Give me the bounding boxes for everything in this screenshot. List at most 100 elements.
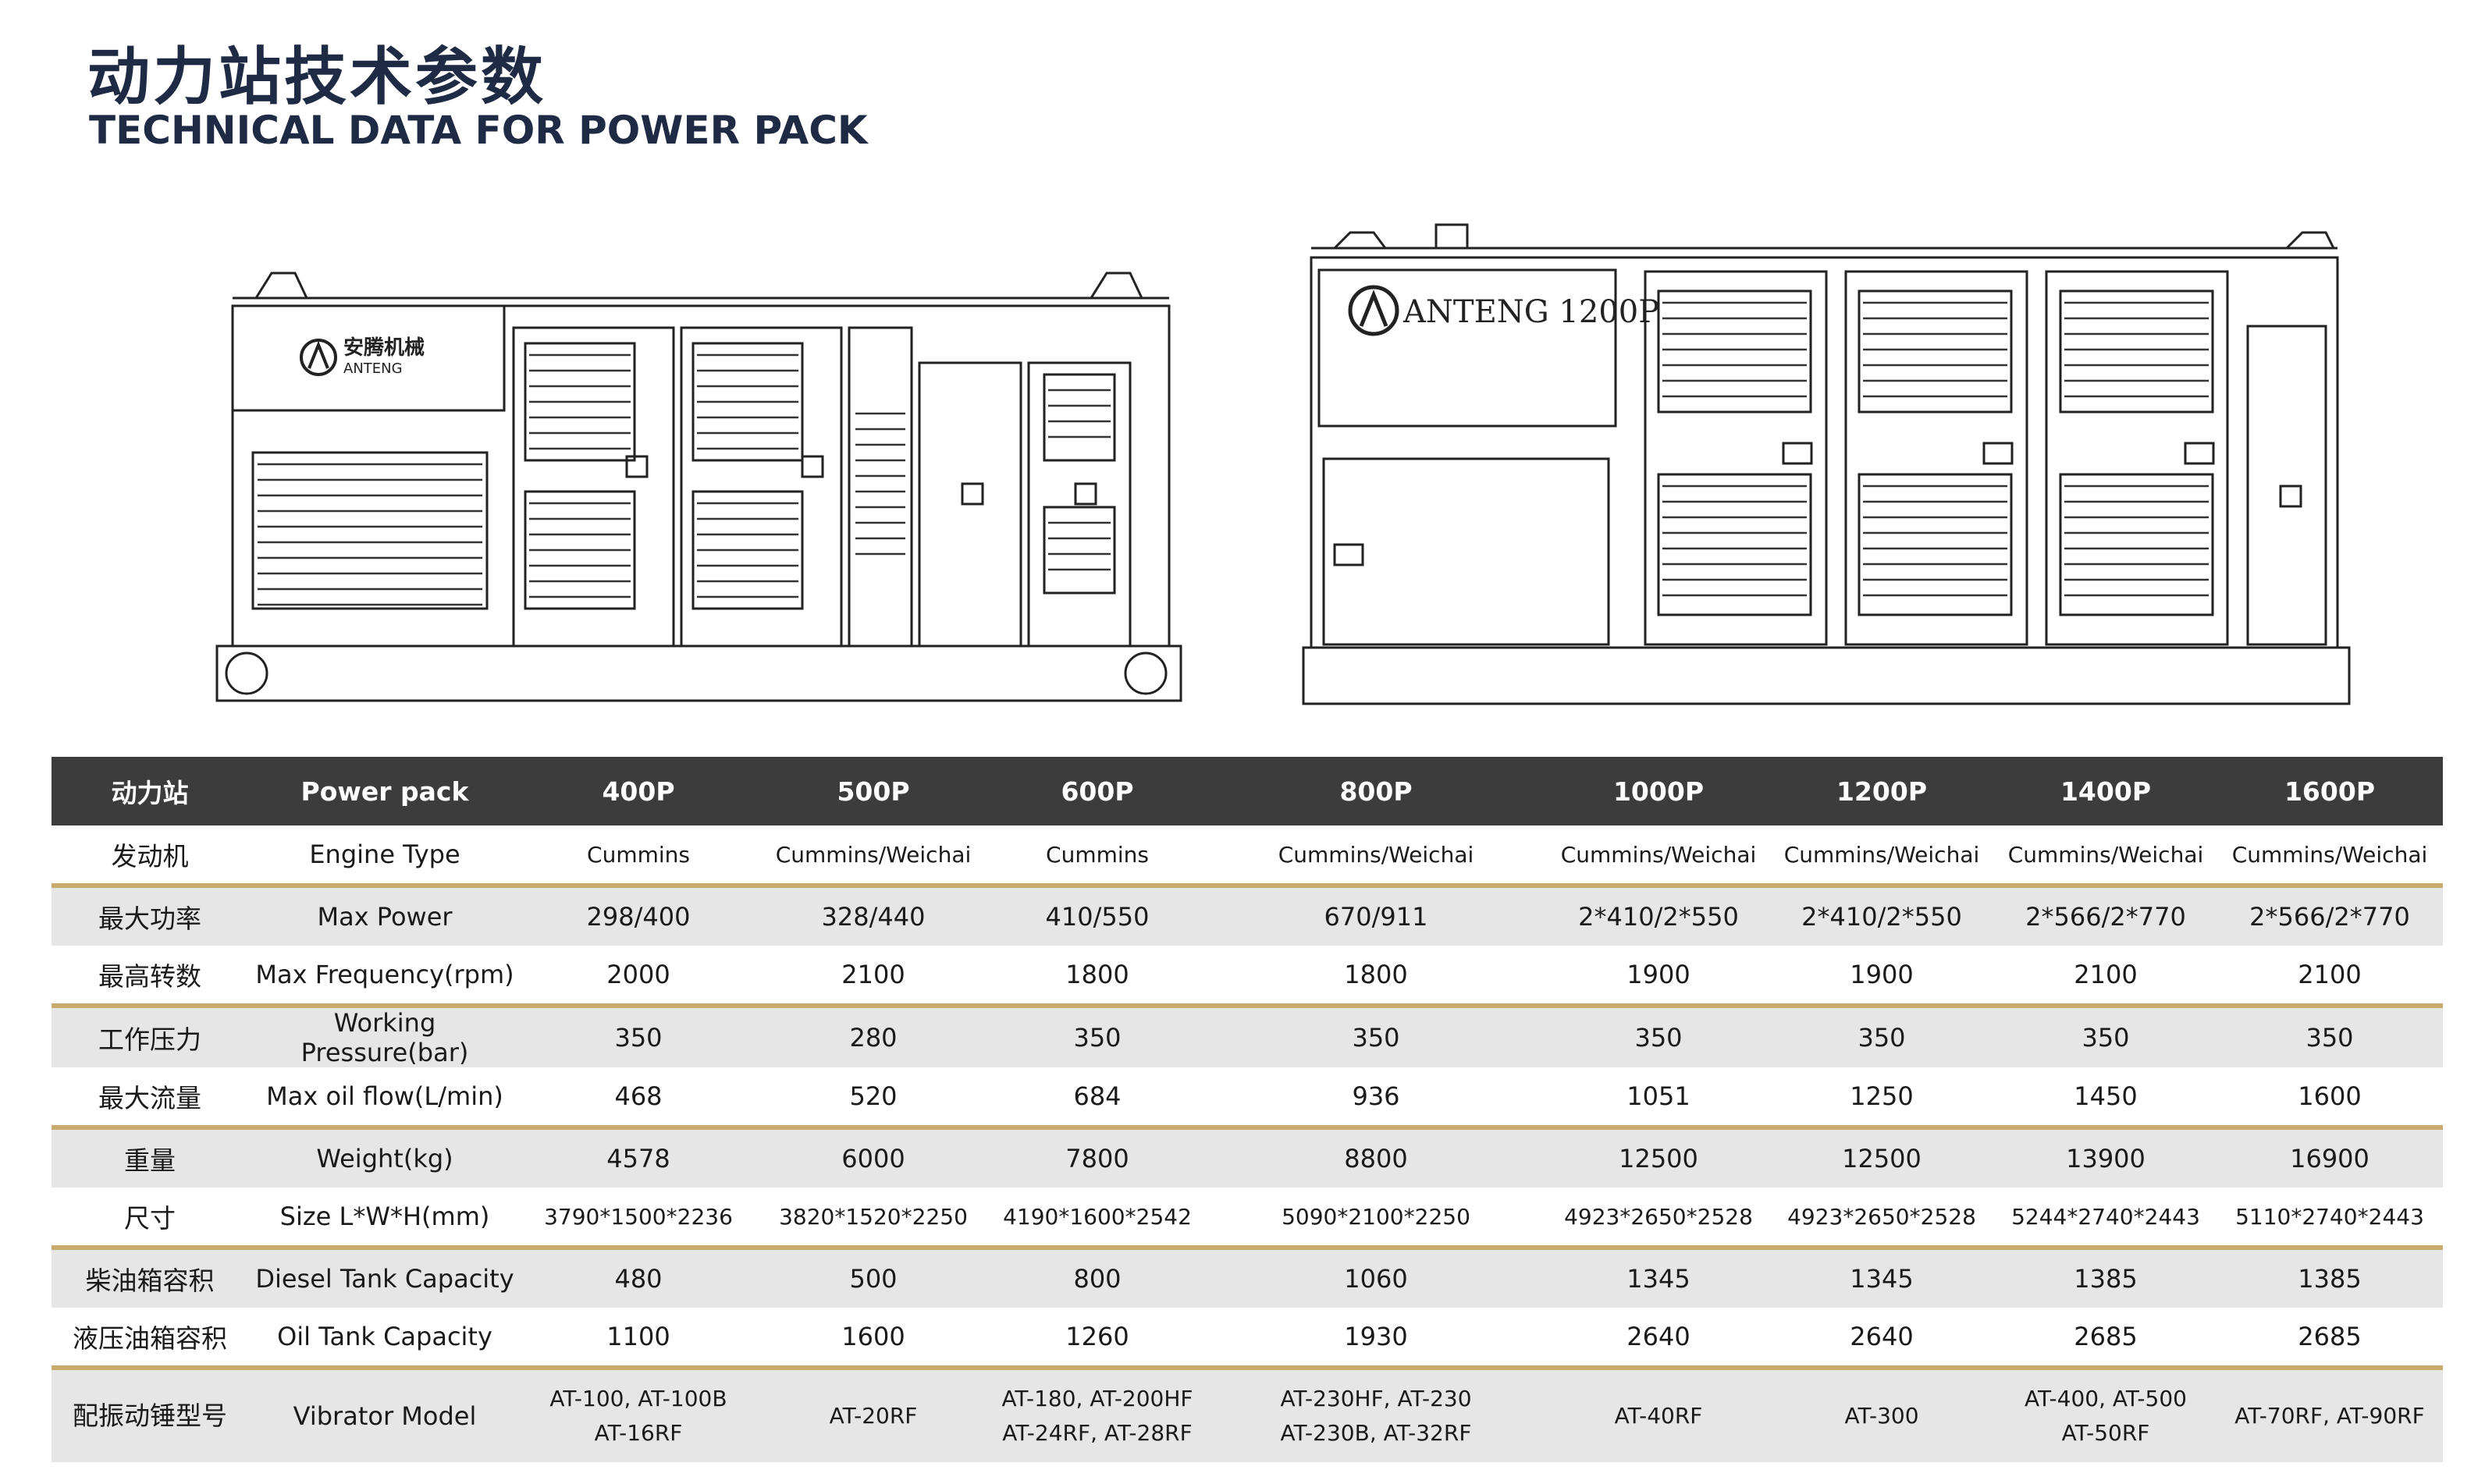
cell-line: AT-16RF [594,1420,683,1446]
table-cell: 5090*2100*2250 [1203,1188,1548,1250]
table-cell: 1930 [1203,1308,1548,1370]
table-cell: 350 [1769,1006,1995,1067]
table-cell: 480 [521,1248,755,1308]
table-cell: 1800 [991,946,1203,1008]
table-cell: AT-300 [1769,1368,1995,1462]
table-cell: Cummins/Weichai [1548,825,1769,888]
table-cell: 350 [991,1006,1203,1067]
table-cell: 8800 [1203,1127,1548,1188]
row-label-en: Weight(kg) [248,1127,521,1188]
technical-data-table: 动力站 Power pack 400P 500P 600P 800P 1000P… [52,757,2443,1462]
table-cell: 500 [755,1248,991,1308]
cell-line: AT-230HF, AT-230 [1280,1386,1472,1411]
model-header: 1400P [1995,757,2217,825]
cell-line: AT-230B, AT-32RF [1280,1420,1472,1446]
table-cell: 1450 [1995,1067,2217,1130]
table-cell: 2100 [1995,946,2217,1008]
model-header: 1000P [1548,757,1769,825]
table-cell: 670/911 [1203,886,1548,946]
row-label-en: Oil Tank Capacity [248,1308,521,1370]
row-label-en: Max oil flow(L/min) [248,1067,521,1130]
table-cell: 3820*1520*2250 [755,1188,991,1250]
table-cell: 684 [991,1067,1203,1130]
table-cell: Cummins [521,825,755,888]
row-label-en: Max Frequency(rpm) [248,946,521,1008]
model-header: 600P [991,757,1203,825]
table-cell: 2*566/2*770 [1995,886,2217,946]
model-header: 800P [1203,757,1548,825]
cell-line: AT-100, AT-100B [549,1386,727,1411]
table-cell: 6000 [755,1127,991,1188]
table-cell: 2*410/2*550 [1769,886,1995,946]
table-cell: AT-40RF [1548,1368,1769,1462]
row-label-cn: 尺寸 [52,1188,248,1250]
table-cell: AT-20RF [755,1368,991,1462]
table-cell: 1385 [2217,1248,2443,1308]
table-cell: 4923*2650*2528 [1769,1188,1995,1250]
cell-line: AT-70RF, AT-90RF [2234,1403,2425,1429]
left-logo-cn: 安腾机械 [343,336,425,360]
row-label-cn: 工作压力 [52,1006,248,1067]
table-cell: 2*410/2*550 [1548,886,1769,946]
table-cell: AT-70RF, AT-90RF [2217,1368,2443,1462]
right-logo-text: ANTENG 1200P [1402,294,1659,330]
page-title-en: TECHNICAL DATA FOR POWER PACK [89,108,868,153]
table-cell: Cummins/Weichai [1203,825,1548,888]
left-logo-en: ANTENG [343,360,403,377]
table-cell: 350 [1548,1006,1769,1067]
table-cell: 16900 [2217,1127,2443,1188]
row-label-en: Size L*W*H(mm) [248,1188,521,1250]
table-cell: AT-100, AT-100B AT-16RF [521,1368,755,1462]
header-en: Power pack [248,757,521,825]
cell-line: AT-40RF [1614,1403,1703,1429]
table-cell: 2640 [1548,1308,1769,1370]
table-cell: 3790*1500*2236 [521,1188,755,1250]
table-cell: 410/550 [991,886,1203,946]
anteng-logo-icon [1348,285,1399,336]
cell-line: AT-400, AT-500 [2025,1386,2187,1411]
model-header: 1600P [2217,757,2443,825]
table-cell: Cummins/Weichai [2217,825,2443,888]
cell-line: AT-50RF [2061,1420,2150,1446]
row-label-cn: 重量 [52,1127,248,1188]
row-label-en: Vibrator Model [248,1368,521,1462]
table-cell: Cummins [991,825,1203,888]
anteng-logo-icon [300,339,337,376]
table-cell: 468 [521,1067,755,1130]
table-cell: 1900 [1548,946,1769,1008]
table-cell: 1345 [1548,1248,1769,1308]
table-cell: 1800 [1203,946,1548,1008]
table-cell: 4923*2650*2528 [1548,1188,1769,1250]
table-cell: 4578 [521,1127,755,1188]
row-label-cn: 最大功率 [52,886,248,946]
page-title-cn: 动力站技术参数 [87,41,546,113]
table-cell: Cummins/Weichai [1995,825,2217,888]
cell-line: AT-20RF [829,1403,918,1429]
table-cell: 328/440 [755,886,991,946]
table-cell: 298/400 [521,886,755,946]
table-cell: 12500 [1769,1127,1995,1188]
row-label-en: Engine Type [248,825,521,888]
table-cell: 4190*1600*2542 [991,1188,1203,1250]
power-pack-400p-drawing: 安腾机械 ANTENG [215,272,1182,702]
table-cell: 1250 [1769,1067,1995,1130]
cell-line: AT-180, AT-200HF [1001,1386,1193,1411]
table-cell: 12500 [1548,1127,1769,1188]
table-cell: 800 [991,1248,1203,1308]
model-header: 400P [521,757,755,825]
row-label-en: Max Power [248,886,521,946]
table-cell: 936 [1203,1067,1548,1130]
row-label-en: Working Pressure(bar) [248,1006,521,1067]
table-cell: 1385 [1995,1248,2217,1308]
table-cell: 2685 [1995,1308,2217,1370]
model-header: 1200P [1769,757,1995,825]
